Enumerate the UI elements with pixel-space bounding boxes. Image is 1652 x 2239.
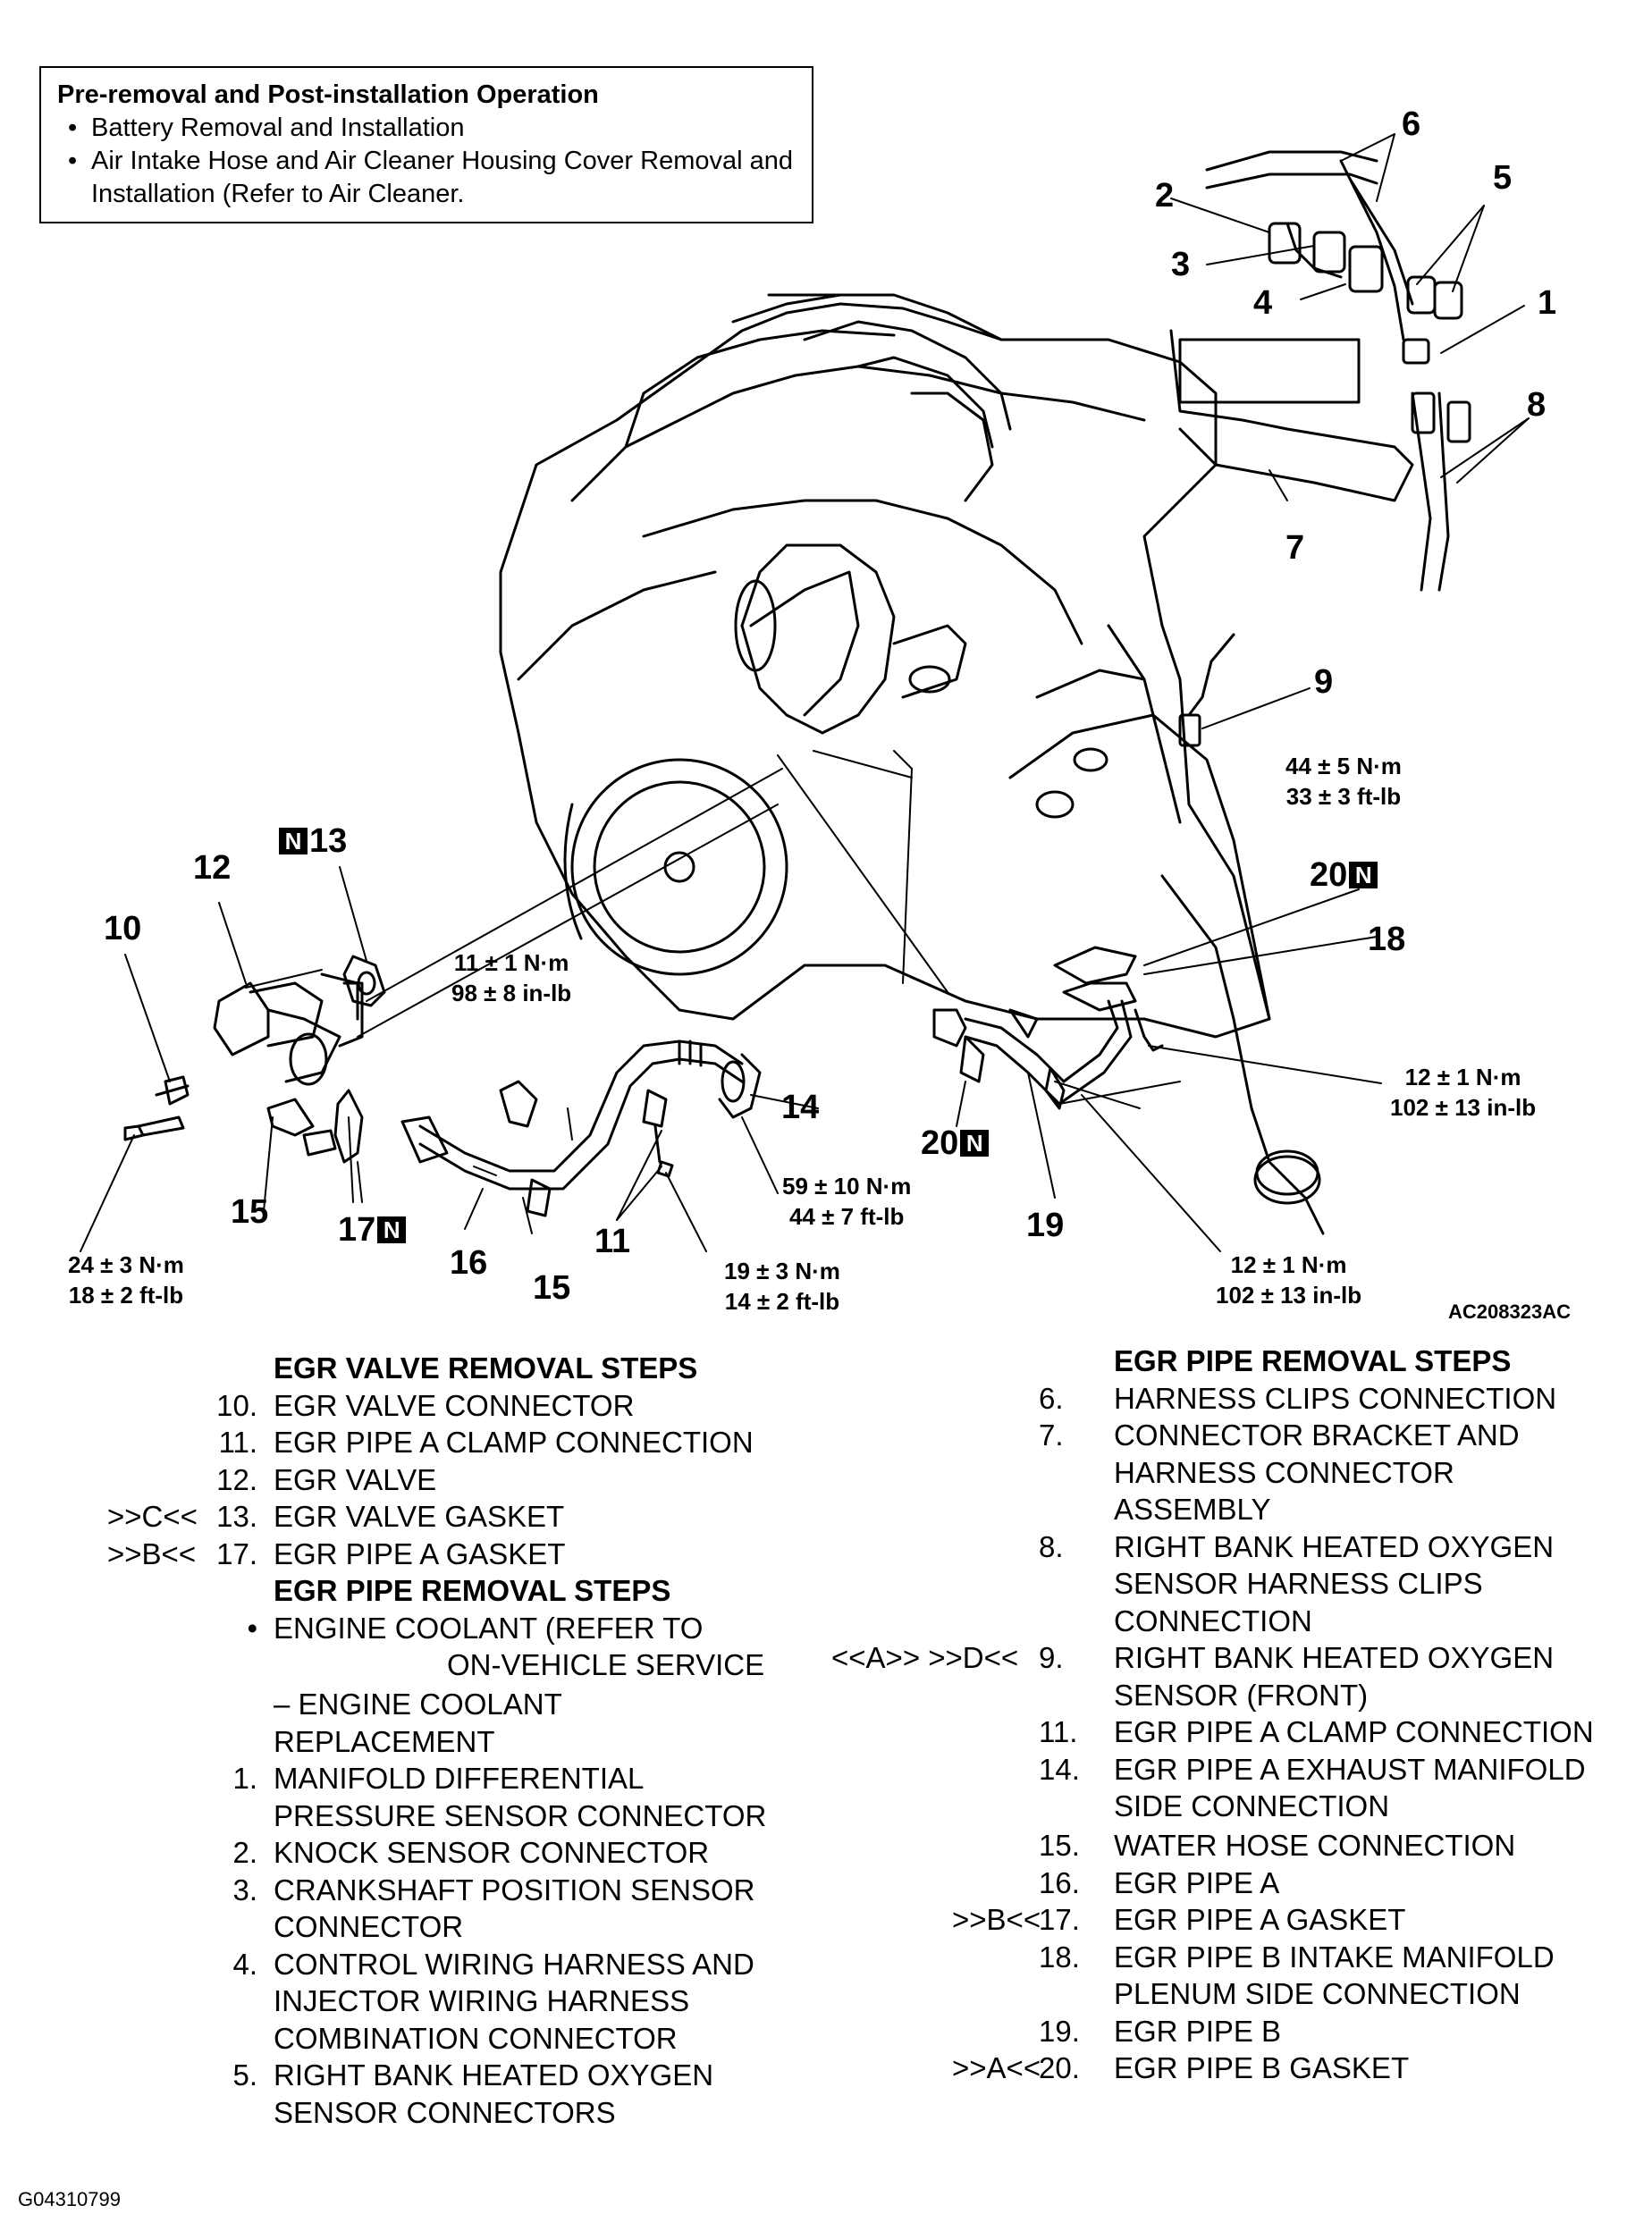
- step-row: 7.CONNECTOR BRACKET AND: [1039, 1418, 1520, 1452]
- step-row: >>B<<17.EGR PIPE A GASKET: [952, 1903, 1406, 1936]
- step-row: 2.KNOCK SENSOR CONNECTOR: [232, 1836, 710, 1869]
- step-row: 12.EGR VALVE: [216, 1462, 437, 1496]
- step-row: 5.RIGHT BANK HEATED OXYGEN: [232, 2058, 714, 2092]
- egr-exploded-diagram: [80, 133, 1530, 1252]
- footer-document-id: G04310799: [18, 2188, 121, 2210]
- callout-5: 5: [1493, 159, 1513, 197]
- callout-8: 8: [1527, 386, 1547, 424]
- egr-pipe-removal-heading-right: EGR PIPE REMOVAL STEPS: [1114, 1344, 1512, 1377]
- callout-4: 4: [1253, 284, 1273, 322]
- note-box-title: Pre-removal and Post-installation Operat…: [57, 80, 599, 109]
- flywheel: [563, 758, 788, 976]
- note-item-2: Air Intake Hose and Air Cleaner Housing …: [57, 145, 796, 211]
- step-row: >>B<<17.EGR PIPE A GASKET: [107, 1536, 566, 1570]
- note-item-1: Battery Removal and Installation: [57, 112, 796, 145]
- callout-12: 12: [193, 849, 232, 887]
- step-row: >>C<<13.EGR VALVE GASKET: [107, 1500, 565, 1533]
- step-row: 11.EGR PIPE A CLAMP CONNECTION: [218, 1426, 754, 1459]
- callout-11: 11: [594, 1223, 631, 1260]
- new-part-mark: N: [960, 1130, 990, 1157]
- step-row: >>A<<20.EGR PIPE B GASKET: [952, 2051, 1410, 2084]
- step-row: 3.CRANKSHAFT POSITION SENSOR: [232, 1873, 755, 1907]
- figure-id: AC208323AC: [1448, 1300, 1571, 1323]
- step-row: 11.EGR PIPE A CLAMP CONNECTION: [1039, 1715, 1594, 1748]
- step-row: 4.CONTROL WIRING HARNESS AND: [232, 1947, 754, 1981]
- callout-7: 7: [1285, 529, 1305, 567]
- pre-removal-note-box: Pre-removal and Post-installation Operat…: [39, 66, 813, 223]
- step-row: •ENGINE COOLANT (REFER TO: [247, 1611, 704, 1645]
- new-part-mark: N: [377, 1216, 407, 1243]
- left-steps-column: EGR VALVE REMOVAL STEPS 10.EGR VALVE CON…: [72, 1350, 805, 2131]
- leader-lines: [80, 133, 1530, 1252]
- callout-10: 10: [104, 910, 142, 947]
- step-row: 1.MANIFOLD DIFFERENTIAL: [232, 1762, 645, 1795]
- egr-valve-removal-heading: EGR VALVE REMOVAL STEPS: [274, 1351, 698, 1385]
- egr-pipe-removal-heading-left: EGR PIPE REMOVAL STEPS: [274, 1574, 671, 1607]
- step-row: <<A>> >>D<<9.RIGHT BANK HEATED OXYGEN: [831, 1641, 1555, 1674]
- right-steps-column: EGR PIPE REMOVAL STEPS 6.HARNESS CLIPS C…: [805, 1343, 1636, 2087]
- callout-2: 2: [1155, 177, 1175, 215]
- callout-3: 3: [1171, 246, 1191, 283]
- callout-14: 14: [781, 1089, 820, 1126]
- callout-16: 16: [450, 1244, 488, 1282]
- step-row: 19.EGR PIPE B: [1039, 2014, 1282, 2048]
- step-row: 8.RIGHT BANK HEATED OXYGEN: [1039, 1529, 1555, 1563]
- egr-valve-assembly: [123, 955, 552, 1217]
- callout-18: 18: [1368, 921, 1406, 958]
- step-row: 10.EGR VALVE CONNECTOR: [216, 1388, 635, 1422]
- callout-6: 6: [1402, 105, 1421, 143]
- oxygen-sensor: [1178, 633, 1235, 747]
- egr-pipe-a: [400, 1040, 762, 1191]
- step-row: 14.EGR PIPE A EXHAUST MANIFOLD: [1039, 1752, 1586, 1786]
- intake-manifold: [734, 543, 967, 735]
- new-part-mark: N: [279, 828, 308, 854]
- step-row: 16.EGR PIPE A: [1039, 1865, 1280, 1899]
- callout-1: 1: [1538, 284, 1557, 322]
- callout-19: 19: [1026, 1207, 1065, 1244]
- step-row: 18.EGR PIPE B INTAKE MANIFOLD: [1039, 1940, 1555, 1974]
- egr-pipe-b: [932, 946, 1164, 1110]
- transmission-housing: [1035, 747, 1325, 1235]
- new-part-mark: N: [1349, 862, 1378, 888]
- callout-15-bottom: 15: [533, 1269, 571, 1307]
- step-row: 6.HARNESS CLIPS CONNECTION: [1039, 1381, 1557, 1415]
- callout-15-left: 15: [231, 1193, 269, 1231]
- engine-outline: [499, 293, 1271, 1039]
- wiring-harness: [1169, 150, 1471, 592]
- callout-9: 9: [1314, 663, 1334, 701]
- step-row: 15.WATER HOSE CONNECTION: [1039, 1829, 1516, 1862]
